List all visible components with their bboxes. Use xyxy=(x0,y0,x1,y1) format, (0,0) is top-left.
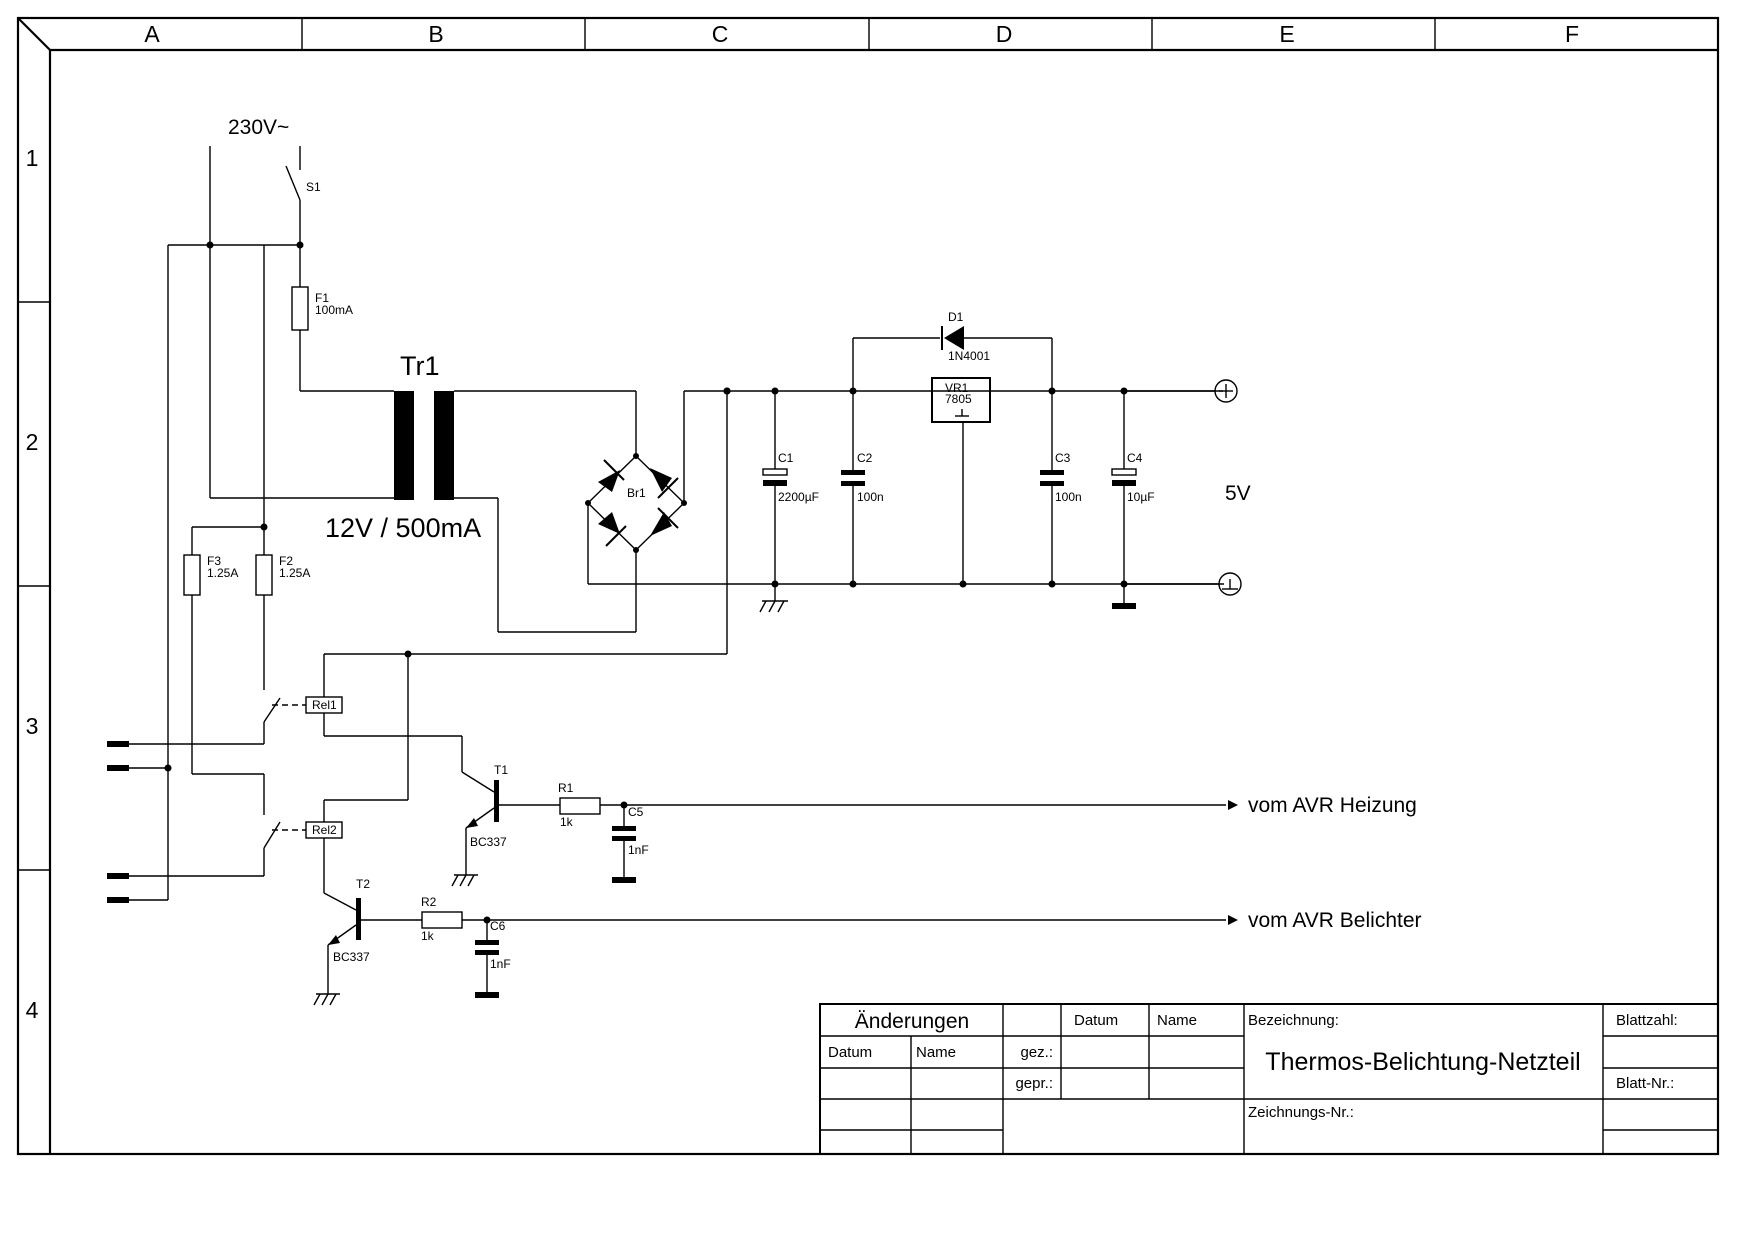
fuse-f1-value: 100mA xyxy=(315,303,353,317)
grid-column-e: E xyxy=(1279,21,1294,47)
supply-filter: C1 2200µF C2 100n D1 1N4001 VR1 7805 xyxy=(408,310,1251,655)
resistor-r1 xyxy=(559,797,601,815)
socket2-pin-b xyxy=(107,897,129,903)
blattzahl-label: Blattzahl: xyxy=(1616,1012,1678,1029)
grid-column-f: F xyxy=(1565,21,1579,47)
d1-value: 1N4001 xyxy=(948,349,990,363)
c5-value: 1nF xyxy=(628,843,649,857)
grid-column-d: D xyxy=(996,21,1013,47)
socket1-pin-a xyxy=(107,741,129,747)
gez-label: gez.: xyxy=(1020,1044,1053,1061)
zeichnungs-nr-label: Zeichnungs-Nr.: xyxy=(1248,1104,1354,1121)
c2-label: C2 xyxy=(857,451,873,465)
c1-label: C1 xyxy=(778,451,794,465)
title-block: Änderungen Datum Name Datum Name gez.: g… xyxy=(819,1003,1719,1155)
fuse-f3-label: F3 xyxy=(207,554,221,568)
grid-row-3: 3 xyxy=(26,713,39,739)
c3-value: 100n xyxy=(1055,490,1082,504)
grid-column-c: C xyxy=(712,21,729,47)
t1-label: T1 xyxy=(494,763,508,777)
c6-label: C6 xyxy=(490,919,506,933)
regulator-vr1 xyxy=(931,377,991,423)
fuse-f1-label: F1 xyxy=(315,291,329,305)
c4-value: 10µF xyxy=(1127,490,1155,504)
signal-heizung-label: vom AVR Heizung xyxy=(1248,794,1417,817)
blatt-nr-label: Blatt-Nr.: xyxy=(1616,1075,1674,1092)
t1-value: BC337 xyxy=(470,835,507,849)
fuse-f2 xyxy=(255,554,273,596)
t2-label: T2 xyxy=(356,877,370,891)
c4-label: C4 xyxy=(1127,451,1143,465)
fuse-f2-label: F2 xyxy=(279,554,293,568)
output-voltage-label: 5V xyxy=(1225,482,1251,505)
fuse-f3 xyxy=(183,554,201,596)
resistor-r2 xyxy=(421,911,463,929)
r1-value: 1k xyxy=(560,815,574,829)
relay-rel2-label: Rel2 xyxy=(312,823,337,837)
header-name: Name xyxy=(1157,1012,1197,1029)
c3-label: C3 xyxy=(1055,451,1071,465)
relays: Rel1 Rel2 xyxy=(107,245,463,903)
bridge-rectifier-br1: Br1 xyxy=(585,390,1224,585)
aenderungen-header: Änderungen xyxy=(855,1010,969,1033)
driver-t1: T1 BC337 R1 1k C5 1nF vom AVR Heizung xyxy=(451,763,1417,887)
grid-row-2: 2 xyxy=(26,429,39,455)
header-datum: Datum xyxy=(1074,1012,1118,1029)
r2-label: R2 xyxy=(421,895,437,909)
output-ground-terminal xyxy=(1218,572,1242,596)
c1-value: 2200µF xyxy=(778,490,819,504)
drawing-title: Thermos-Belichtung-Netzteil xyxy=(1265,1048,1580,1076)
mains-input: 230V~ S1 F1 100mA xyxy=(168,116,394,499)
signal-belichter-label: vom AVR Belichter xyxy=(1248,909,1422,932)
relay-rel1-label: Rel1 xyxy=(312,698,337,712)
vr1-value: 7805 xyxy=(945,392,972,406)
r1-label: R1 xyxy=(558,781,574,795)
bezeichnung-label: Bezeichnung: xyxy=(1248,1012,1339,1029)
c6-value: 1nF xyxy=(490,957,511,971)
aenderungen-datum: Datum xyxy=(828,1044,872,1061)
transformer-label: Tr1 xyxy=(400,351,440,381)
t2-value: BC337 xyxy=(333,950,370,964)
socket2-pin-a xyxy=(107,873,129,879)
grid-column-a: A xyxy=(144,21,160,47)
fuse-f3-value: 1.25A xyxy=(207,566,238,580)
fuse-f1 xyxy=(291,286,309,331)
c5-label: C5 xyxy=(628,805,644,819)
socket1-pin-b xyxy=(107,765,129,771)
r2-value: 1k xyxy=(421,929,435,943)
vr1-label: VR1 xyxy=(945,381,969,395)
aenderungen-name: Name xyxy=(916,1044,956,1061)
mains-voltage-label: 230V~ xyxy=(228,116,289,139)
grid-column-b: B xyxy=(428,21,443,47)
output-plus-terminal xyxy=(1214,379,1238,403)
driver-t2: T2 BC337 R2 1k C6 1nF vom AVR Belichter xyxy=(313,877,1422,1006)
grid-row-1: 1 xyxy=(26,145,39,171)
transformer-tr1: Tr1 12V / 500mA xyxy=(325,351,637,633)
fuse-f2-value: 1.25A xyxy=(279,566,310,580)
grid-row-4: 4 xyxy=(26,997,39,1023)
d1-label: D1 xyxy=(948,310,964,324)
bridge-label: Br1 xyxy=(627,486,646,500)
c2-value: 100n xyxy=(857,490,884,504)
load-fuses: F3 1.25A F2 1.25A xyxy=(183,245,310,815)
gepr-label: gepr.: xyxy=(1015,1075,1053,1092)
drawing-frame: A B C D E F 1 2 3 4 xyxy=(16,16,1720,1156)
switch-s1-label: S1 xyxy=(306,180,321,194)
transformer-rating: 12V / 500mA xyxy=(325,513,481,543)
